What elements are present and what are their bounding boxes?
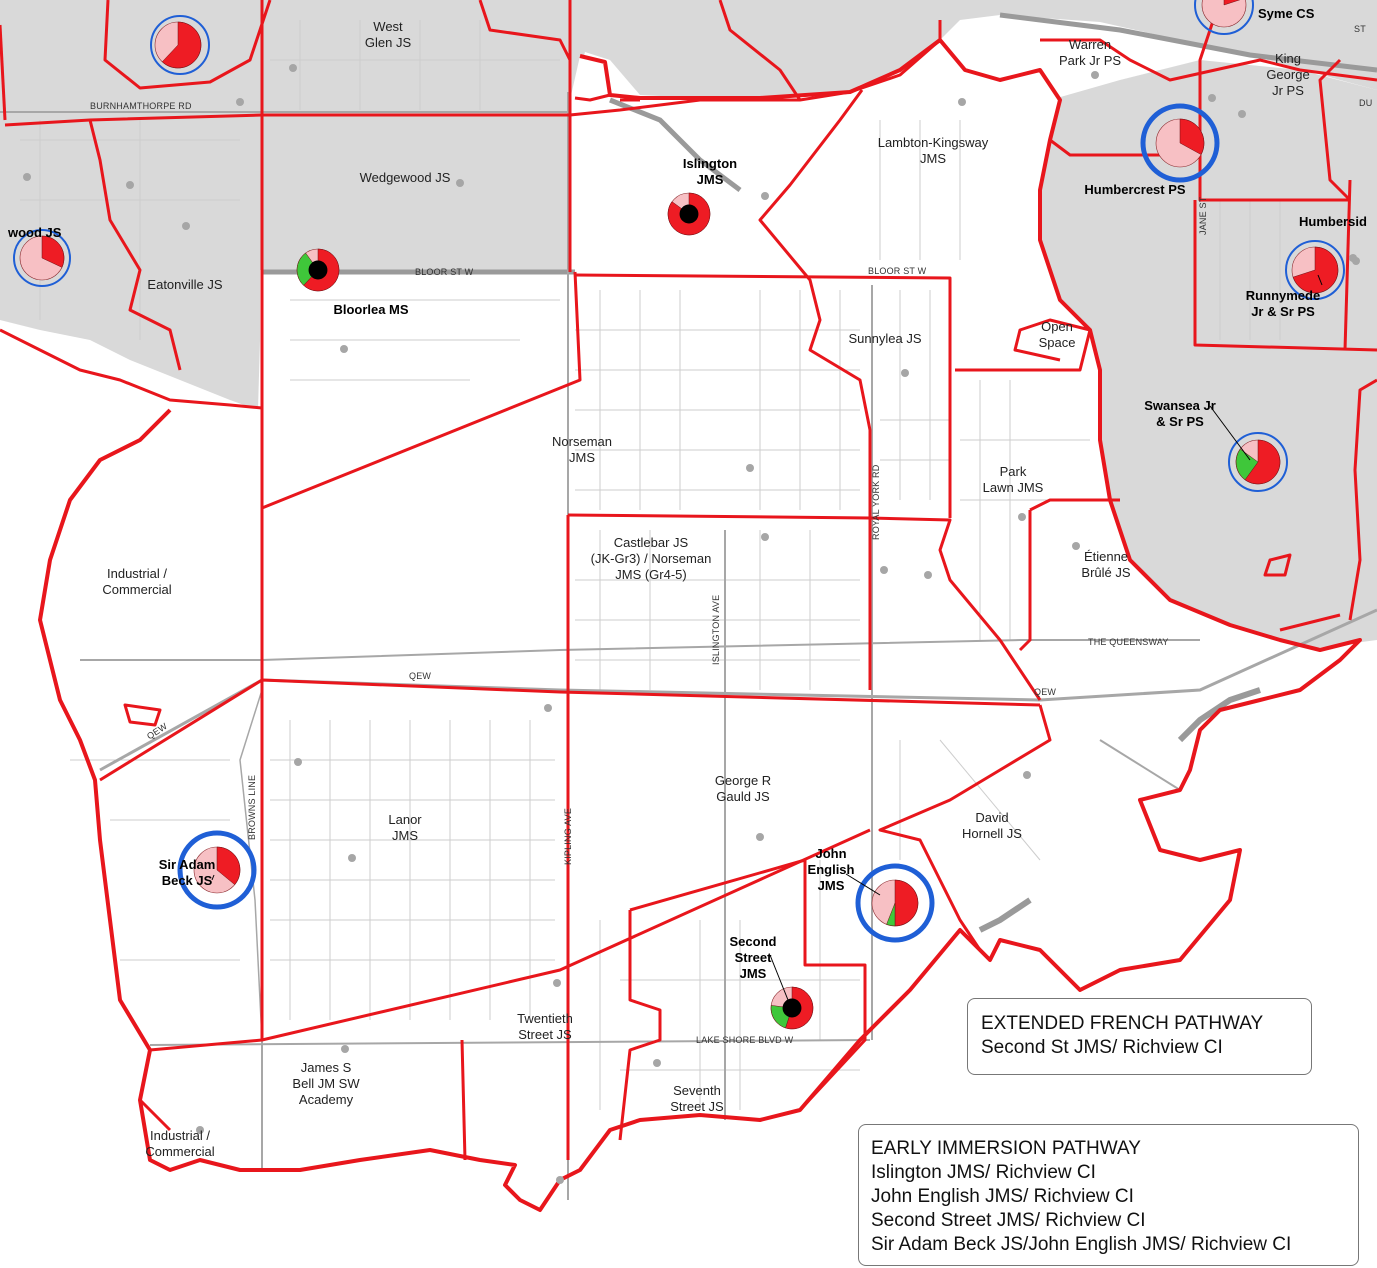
- school-label-swansea: Swansea Jr & Sr PS: [1144, 398, 1216, 429]
- road-label-qew-1: QEW: [409, 671, 432, 681]
- school-label-industrial-1: Industrial / Commercial: [102, 566, 172, 597]
- school-label-wedgewood: Wedgewood JS: [359, 170, 451, 185]
- school-label-second-street: Second Street JMS: [729, 934, 777, 981]
- ring-swansea: [1228, 432, 1288, 492]
- ring-sir-adam-beck: [177, 830, 257, 910]
- school-label-seventh: Seventh Street JS: [670, 1083, 724, 1114]
- pie-wood: [19, 235, 65, 281]
- road-label-islington-ave: ISLINGTON AVE: [711, 594, 721, 665]
- school-label-islington: Islington JMS: [682, 156, 738, 187]
- legend-early-line: John English JMS/ Richview CI: [871, 1186, 1134, 1207]
- road-label-st-edge: ST: [1354, 24, 1366, 34]
- outside-area-north: [0, 0, 1377, 410]
- legend-extended-french: EXTENDED FRENCH PATHWAY Second St JMS/ R…: [967, 998, 1312, 1075]
- school-label-john-english: John English JMS: [807, 846, 855, 893]
- road-label-qew-2: QEW: [1034, 687, 1057, 697]
- pie-islington: [667, 192, 711, 236]
- ring-wood: [13, 229, 71, 287]
- school-dots: [23, 64, 1360, 1184]
- school-label-castlebar: Castlebar JS (JK-Gr3) / Norseman JMS (Gr…: [590, 535, 712, 582]
- shoreline: [1177, 687, 1261, 743]
- shoreline-2: [978, 897, 1032, 933]
- school-label-park-lawn: Park Lawn JMS: [982, 464, 1044, 495]
- road-label-royal-york: ROYAL YORK RD: [871, 464, 881, 540]
- pie-swansea: [1235, 439, 1281, 485]
- school-label-etienne: Étienne Brûlé JS: [1081, 549, 1131, 580]
- school-label-norseman: Norseman JMS: [552, 434, 612, 465]
- leader-lines: [211, 274, 1323, 1001]
- legend-early-title: EARLY IMMERSION PATHWAY: [871, 1138, 1141, 1159]
- school-label-king-george: King George Jr PS: [1266, 51, 1310, 98]
- road-label-bloor-e: BLOOR ST W: [868, 266, 927, 276]
- school-label-sir-adam-beck: Sir Adam Beck JS: [158, 857, 216, 888]
- road-label-du-edge: DU: [1359, 98, 1373, 108]
- ring-john-english: [855, 863, 935, 943]
- school-label-open-space: Open Space: [1038, 319, 1076, 350]
- enrolment-pie-charts: [19, 0, 1339, 1030]
- road-label-queensway: THE QUEENSWAY: [1088, 637, 1169, 647]
- school-label-sunnylea: Sunnylea JS: [848, 331, 922, 346]
- legend-early-line: Islington JMS/ Richview CI: [871, 1162, 1096, 1183]
- school-label-syme: Syme CS: [1258, 6, 1315, 21]
- legend-early-line: Second Street JMS/ Richview CI: [871, 1210, 1146, 1231]
- legend-extended-line: Second St JMS/ Richview CI: [981, 1037, 1223, 1058]
- school-label-wood-js: wood JS: [8, 225, 62, 240]
- school-label-warren-park: Warren Park Jr PS: [1058, 37, 1122, 68]
- ring-runnymede: [1285, 240, 1345, 300]
- road-label-kipling: KIPLING AVE: [563, 807, 573, 865]
- school-label-bloorlea: Bloorlea MS: [333, 302, 409, 317]
- ring-humbercrest: [1140, 103, 1220, 183]
- school-label-lambton: Lambton-Kingsway JMS: [877, 135, 989, 166]
- school-label-lanor: Lanor JMS: [388, 812, 422, 843]
- legend-early-line: Sir Adam Beck JS/John English JMS/ Richv…: [871, 1234, 1292, 1255]
- road-label-jane: JANE ST: [1198, 196, 1208, 235]
- school-label-james-s-bell: James S Bell JM SW Academy: [292, 1060, 360, 1107]
- pie-john-english: [871, 879, 919, 927]
- pie-humbercrest: [1155, 118, 1205, 168]
- school-label-eatonville: Eatonville JS: [147, 277, 223, 292]
- pie-top-left: [154, 21, 202, 69]
- ring-syme: [1194, 0, 1254, 35]
- school-label-runnymede: Runnymede Jr & Sr PS: [1245, 288, 1321, 319]
- road-label-bloor-w: BLOOR ST W: [415, 267, 474, 277]
- pie-runnymede: [1291, 246, 1339, 294]
- school-label-twentieth: Twentieth Street JS: [517, 1011, 573, 1042]
- street-grid: [20, 20, 1281, 1110]
- road-label-burnhamthorpe: BURNHAMTHORPE RD: [90, 101, 192, 111]
- legend-extended-title: EXTENDED FRENCH PATHWAY: [981, 1013, 1264, 1034]
- pie-bloorlea: [296, 248, 340, 292]
- school-label-humbercrest: Humbercrest PS: [1084, 182, 1186, 197]
- school-label-humberside: Humbersid: [1299, 214, 1367, 229]
- pathway-rings: [13, 0, 1345, 943]
- pie-syme: [1201, 0, 1247, 28]
- study-boundary: [38, 38, 1362, 1212]
- road-label-lake-shore: LAKE SHORE BLVD W: [696, 1035, 794, 1045]
- pie-second-street: [770, 986, 814, 1030]
- pie-sir-adam-beck: [193, 846, 241, 894]
- school-label-david-hornell: David Hornell JS: [962, 810, 1022, 841]
- school-label-west-glen: West Glen JS: [364, 19, 412, 50]
- school-label-george-r-gauld: George R Gauld JS: [714, 773, 772, 804]
- road-label-browns-line: BROWNS LINE: [247, 774, 257, 840]
- legend-early-immersion: EARLY IMMERSION PATHWAY Islington JMS/ R…: [858, 1124, 1359, 1266]
- school-label-industrial-2: Industrial / Commercial: [145, 1128, 215, 1159]
- ring-top-left: [150, 15, 210, 75]
